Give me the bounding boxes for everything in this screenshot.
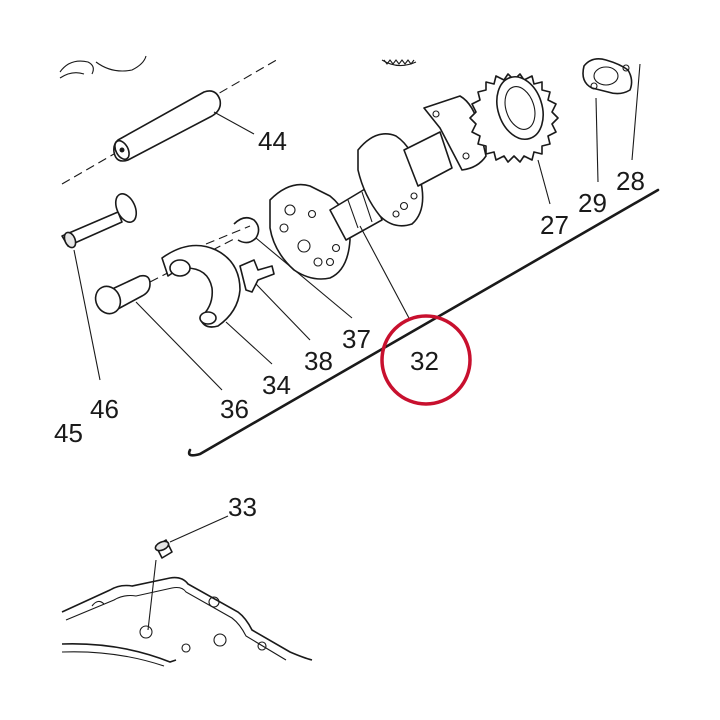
callout-27: 27 bbox=[540, 210, 569, 240]
callout-33: 33 bbox=[228, 492, 257, 522]
part-46-rod bbox=[61, 193, 138, 249]
callout-29: 29 bbox=[578, 188, 607, 218]
part-38-lever bbox=[239, 259, 275, 293]
part-29-gasket bbox=[582, 58, 633, 95]
part-37-circlip bbox=[233, 216, 260, 244]
callout-28: 28 bbox=[616, 166, 645, 196]
part-34-rocker bbox=[161, 244, 241, 328]
part-36-headed-pin bbox=[94, 274, 151, 315]
callout-38: 38 bbox=[304, 346, 333, 376]
part-32-camshaft bbox=[269, 95, 487, 280]
cropped-part-top-left bbox=[59, 55, 147, 79]
callout-32: 32 bbox=[410, 346, 439, 376]
callout-36: 36 bbox=[220, 394, 249, 424]
crankcase-cover bbox=[61, 576, 313, 667]
cropped-gear-top bbox=[381, 59, 417, 67]
callout-37: 37 bbox=[342, 324, 371, 354]
section-frame-line bbox=[187, 188, 660, 457]
part-33-plug bbox=[147, 539, 173, 631]
callout-34: 34 bbox=[262, 370, 291, 400]
callout-46: 46 bbox=[90, 394, 119, 424]
highlight-circle bbox=[380, 314, 472, 406]
leader-lines bbox=[73, 63, 641, 543]
axis-line-37 bbox=[205, 225, 251, 245]
callout-44: 44 bbox=[258, 126, 287, 156]
callout-45: 45 bbox=[54, 418, 83, 448]
part-27-gear bbox=[469, 73, 559, 163]
part-44-pin bbox=[113, 90, 222, 162]
